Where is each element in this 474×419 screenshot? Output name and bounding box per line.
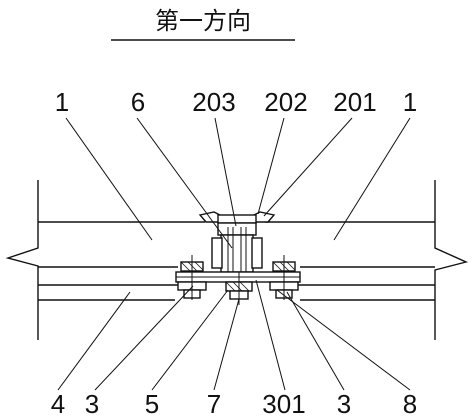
label-6: 6 bbox=[131, 87, 145, 117]
label-203: 203 bbox=[192, 87, 235, 117]
left-bolt bbox=[177, 255, 207, 300]
right-upper-panel bbox=[265, 221, 435, 268]
direction-title: 第一方向 bbox=[155, 7, 251, 35]
center-connector bbox=[211, 222, 263, 273]
right-break-line bbox=[434, 180, 469, 340]
base-plate bbox=[175, 271, 301, 283]
label-8: 8 bbox=[403, 389, 417, 419]
leader-4 bbox=[57, 291, 131, 391]
left-upper-panel bbox=[38, 221, 205, 268]
labels-top: 1 6 203 202 201 1 bbox=[55, 87, 417, 117]
left-break-line bbox=[5, 180, 39, 340]
label-3-right: 3 bbox=[337, 389, 351, 419]
labels-bottom: 4 3 5 7 301 3 8 bbox=[51, 389, 417, 419]
leader-201 bbox=[263, 117, 353, 217]
leader-3-right bbox=[286, 291, 345, 391]
leader-1-left bbox=[65, 117, 153, 241]
label-5: 5 bbox=[145, 389, 159, 419]
label-1-right: 1 bbox=[403, 87, 417, 117]
left-lower-panel bbox=[38, 284, 180, 301]
label-301: 301 bbox=[262, 389, 305, 419]
right-bolt bbox=[269, 255, 299, 300]
leader-203 bbox=[214, 117, 237, 227]
top-clip bbox=[198, 211, 276, 224]
leader-3-left bbox=[94, 285, 194, 391]
leaders-bottom bbox=[57, 279, 411, 391]
label-3-left: 3 bbox=[85, 389, 99, 419]
label-202: 202 bbox=[264, 87, 307, 117]
leader-6 bbox=[136, 117, 233, 249]
leaders-top bbox=[65, 117, 411, 249]
leader-1-right bbox=[333, 117, 411, 241]
leader-202 bbox=[257, 117, 285, 215]
label-4: 4 bbox=[51, 389, 65, 419]
label-1-left: 1 bbox=[55, 87, 69, 117]
label-7: 7 bbox=[207, 389, 221, 419]
right-lower-panel bbox=[298, 284, 435, 301]
leader-5 bbox=[151, 289, 229, 391]
leader-7 bbox=[213, 298, 240, 391]
label-201: 201 bbox=[333, 87, 376, 117]
leader-8 bbox=[276, 289, 411, 391]
leader-301 bbox=[255, 279, 286, 391]
